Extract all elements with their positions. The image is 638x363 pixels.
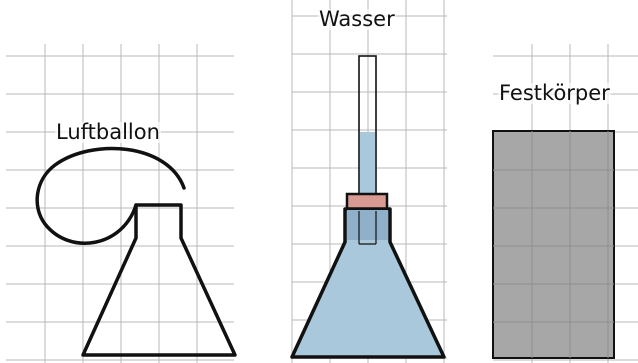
solid-block <box>492 130 615 359</box>
balloon-icon <box>35 146 186 245</box>
grid-left <box>6 44 234 363</box>
balloon-label: Luftballon <box>55 120 161 144</box>
solid-label: Festkörper <box>498 81 611 105</box>
balloon-setup <box>35 146 237 357</box>
water-setup <box>290 55 446 359</box>
water-flask-neck-highlight <box>347 210 388 240</box>
water-label: Wasser <box>318 7 396 31</box>
tube-icon <box>360 132 375 195</box>
flask-left <box>81 203 237 357</box>
water-flask <box>290 207 446 359</box>
solid-setup <box>492 130 615 359</box>
